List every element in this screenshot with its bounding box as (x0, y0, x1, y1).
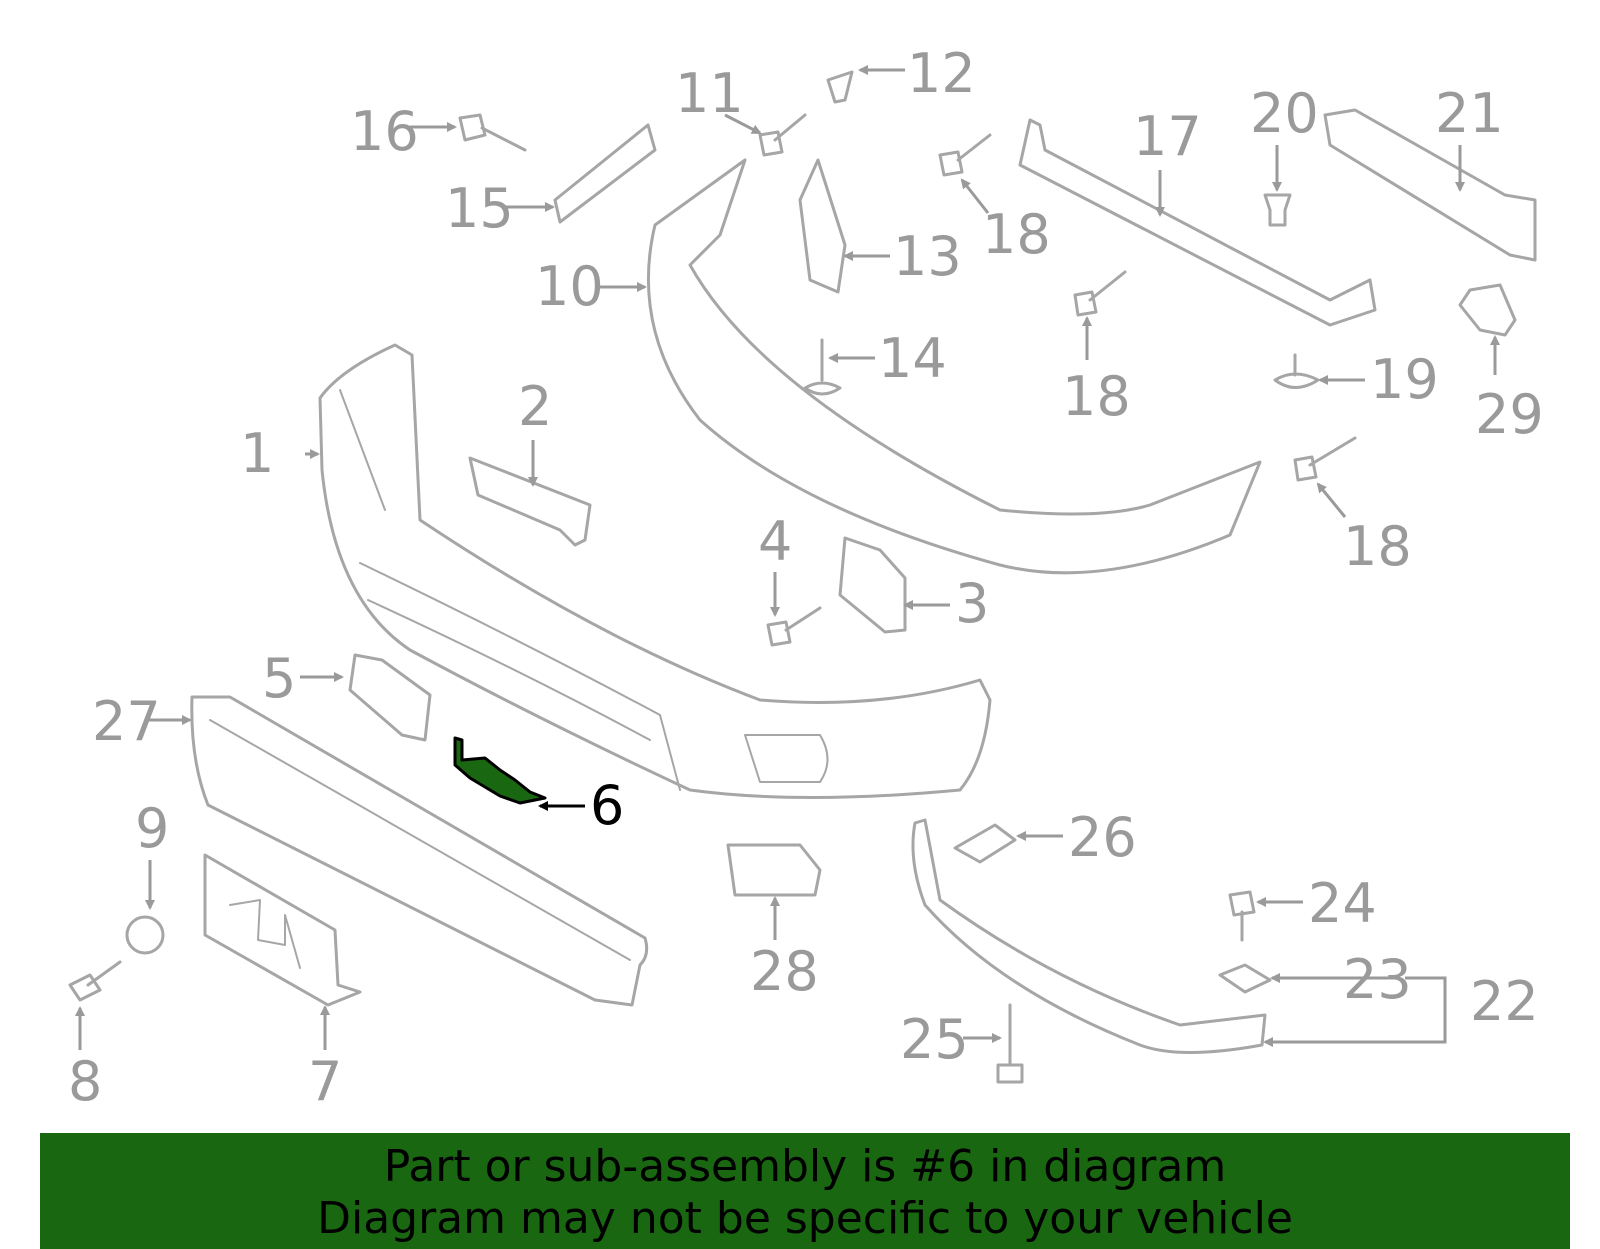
callout-label-22: 22 (1470, 970, 1539, 1033)
callout-label-21: 21 (1435, 82, 1504, 145)
callout-label-16: 16 (350, 100, 419, 163)
part-6-highlighted-shape (453, 736, 547, 805)
part-25-bolt-shape (996, 1003, 1024, 1084)
callout-label-5: 5 (262, 647, 296, 710)
callout-label-3: 3 (955, 572, 989, 635)
part-7-plate-shape (203, 853, 362, 1007)
part-1-bumper-shape (318, 343, 992, 799)
callout-arrows (75, 65, 1500, 1050)
part-9-clip-shape (125, 915, 165, 955)
banner-line-2: Diagram may not be specific to your vehi… (317, 1193, 1293, 1244)
callout-label-7: 7 (308, 1050, 342, 1113)
callout-label-8: 8 (68, 1050, 102, 1113)
callout-label-14: 14 (878, 327, 947, 390)
callout-label-24: 24 (1308, 872, 1377, 935)
callout-label-23: 23 (1343, 948, 1412, 1011)
part-28-bezel-shape (726, 843, 822, 897)
callout-label-12: 12 (907, 42, 976, 105)
callout-label-18b: 18 (1062, 365, 1131, 428)
part-14-pin-shape (803, 338, 842, 396)
part-4-bolt-shape (766, 606, 822, 647)
callout-label-17: 17 (1133, 105, 1202, 168)
part-18-bolt-shape-c (1293, 436, 1357, 482)
callout-label-19: 19 (1370, 348, 1439, 411)
callout-label-28: 28 (750, 940, 819, 1003)
callout-label-6: 6 (590, 774, 624, 837)
part-18-bolt-shape-b (1073, 270, 1127, 317)
banner-line-1: Part or sub-assembly is #6 in diagram (383, 1141, 1227, 1192)
part-13-bracket-shape (798, 158, 847, 294)
part-18-bolt-shape-a (938, 133, 992, 177)
info-banner: Part or sub-assembly is #6 in diagram Di… (40, 1133, 1570, 1249)
callout-label-1: 1 (240, 422, 274, 485)
part-3-bracket-shape (838, 536, 907, 634)
part-22-lip-shape (911, 818, 1267, 1054)
callout-label-27: 27 (92, 690, 161, 753)
callout-label-20: 20 (1250, 82, 1319, 145)
part-17-bar-shape (1018, 118, 1377, 327)
part-20-clip-shape (1263, 193, 1292, 227)
part-29-bracket-shape (1458, 283, 1517, 337)
part-5-bracket-shape (348, 653, 432, 742)
callout-label-18a: 18 (982, 203, 1051, 266)
callout-label-2: 2 (518, 375, 552, 438)
callout-label-13: 13 (893, 225, 962, 288)
callout-label-25: 25 (900, 1008, 969, 1071)
callout-label-11: 11 (675, 62, 744, 125)
callout-label-9: 9 (135, 797, 169, 860)
parts-diagram: 1 2 3 4 5 6 7 8 9 10 11 12 13 14 15 16 1… (68, 42, 1544, 1113)
part-24-bolt-shape (1228, 890, 1256, 942)
part-15-strip-shape (553, 123, 657, 224)
callout-label-15: 15 (445, 177, 514, 240)
part-19-pin-shape (1273, 353, 1320, 389)
part-11-bolt-shape (758, 113, 807, 157)
part-8-bolt-shape (68, 960, 122, 1002)
part-23-nut-shape (1218, 963, 1272, 994)
callout-label-10: 10 (535, 255, 604, 318)
part-12-clip-shape (826, 70, 854, 104)
part-2-bracket-shape (468, 456, 592, 547)
part-21-beam-shape (1323, 108, 1537, 262)
part-27-bar-shape (190, 695, 649, 1007)
part-16-bolt-shape (458, 113, 527, 152)
callout-label-18c: 18 (1343, 515, 1412, 578)
callout-label-26: 26 (1068, 806, 1137, 869)
part-26-bracket-shape (953, 823, 1017, 864)
part-10-cover-shape (646, 158, 1262, 575)
callout-label-4: 4 (758, 510, 792, 573)
callout-label-29: 29 (1475, 383, 1544, 446)
